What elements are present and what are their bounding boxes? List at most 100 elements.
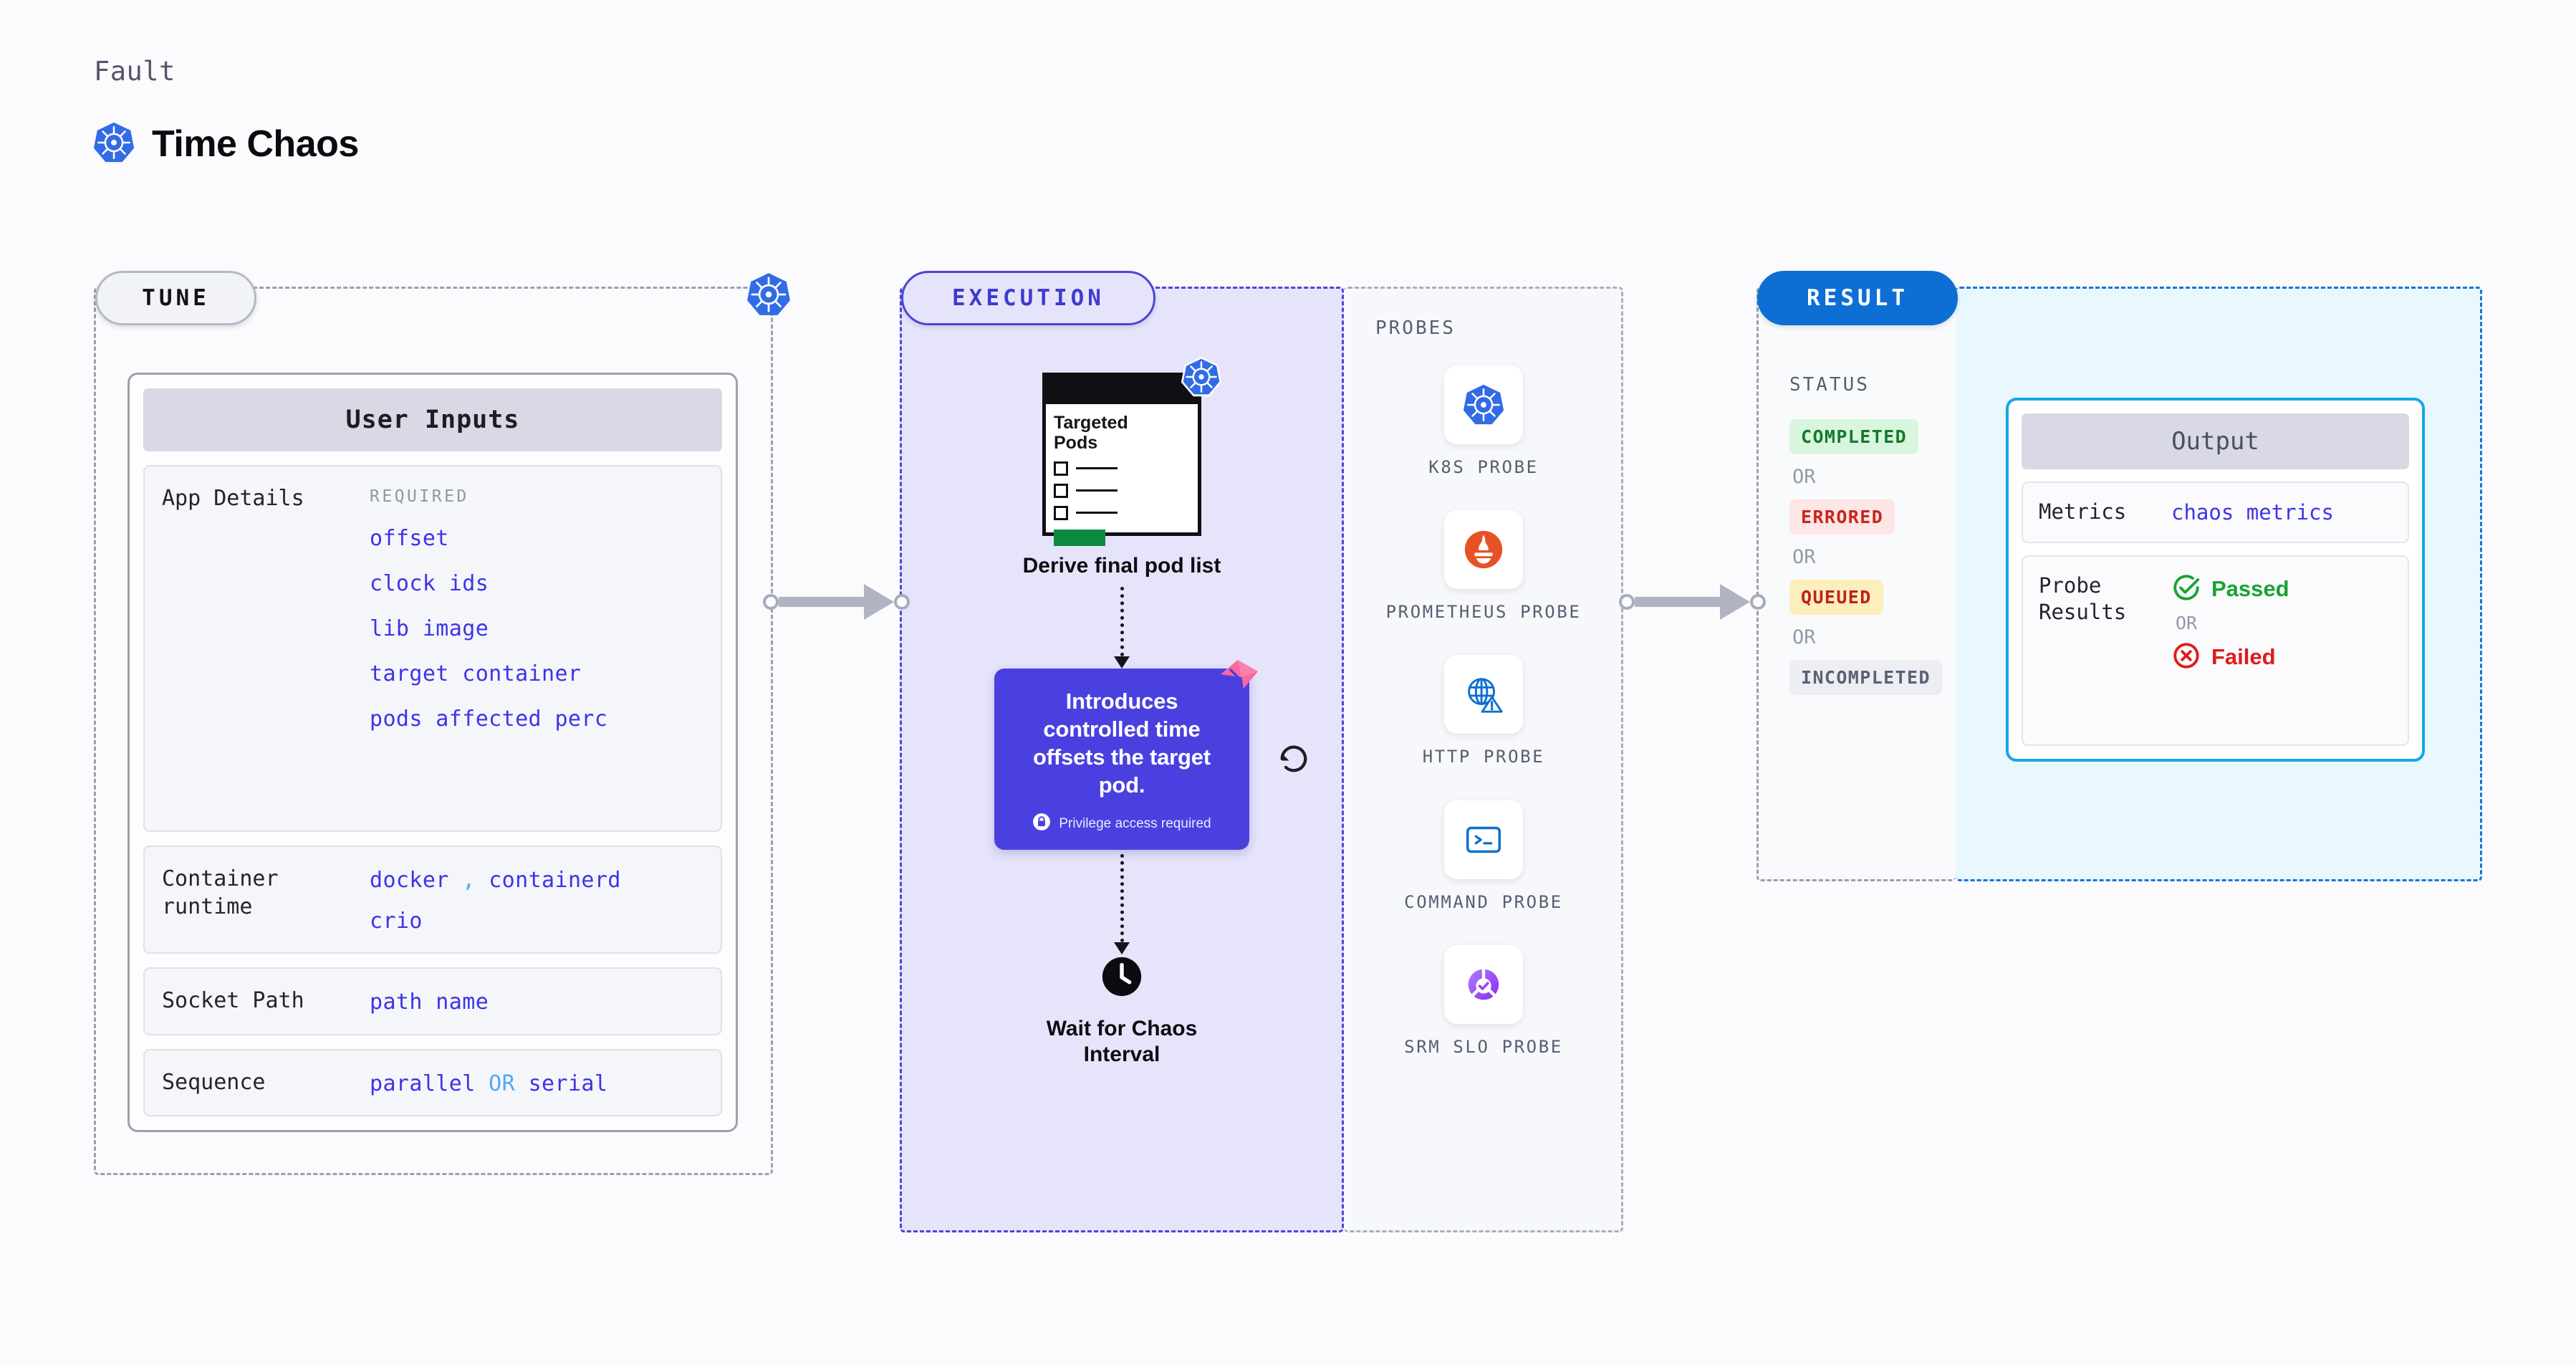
probe-item-http[interactable]: HTTP PROBE [1423,655,1545,768]
checkbox-icon [1054,461,1068,476]
input-value: target container [370,661,582,686]
input-value-line: parallel OR serial [370,1071,607,1096]
pod-list-item [1054,483,1191,498]
output-header: Output [2022,413,2409,469]
output-row-metrics: Metrics chaos metrics [2022,482,2409,543]
input-value: path name [370,990,489,1015]
probe-failed-label: Failed [2211,643,2276,669]
probe-result-failed: Failed [2171,641,2289,674]
input-value: pods affected perc [370,707,608,732]
tune-panel [94,287,773,1175]
checkbox-icon [1054,505,1068,520]
fault-description-card: Introduces controlled time offsets the t… [994,659,1258,850]
user-inputs-header: User Inputs [143,388,722,451]
input-label: App Details [162,486,304,511]
kubernetes-icon [92,120,136,168]
input-label: Sequence [162,1069,266,1095]
status-badge-errored: ERRORED [1789,499,1895,535]
output-label: Probe Results [2039,573,2127,625]
status-badge-completed: COMPLETED [1789,419,1919,454]
input-value: clock ids [370,571,489,596]
node-label-derive-pods: Derive final pod list [1022,554,1221,578]
probe-item-prometheus[interactable]: PROMETHEUS PROBE [1386,510,1582,623]
required-tag: REQUIRED [370,487,469,506]
connector-execution-to-result [1619,584,1766,620]
stage-pill-result[interactable]: RESULT [1757,271,1958,325]
revert-icon[interactable] [1275,740,1312,777]
probe-label: HTTP PROBE [1422,747,1545,767]
value-separator: OR [489,1071,516,1096]
stage-pill-tune[interactable]: TUNE [95,271,256,325]
clock-icon [1100,954,1144,999]
connector-tune-to-execution [763,584,910,620]
probe-label: K8S PROBE [1428,457,1539,477]
terminal-icon [1443,800,1523,879]
fault-title-row: Time Chaos [92,120,359,168]
or-separator: OR [1792,466,1816,488]
output-row-probe-results: Probe Results Passed OR [2022,555,2409,746]
output-card: Output Metrics chaos metrics Probe Resul… [2006,398,2425,762]
check-circle-icon [2171,573,2201,605]
targeted-pods-title: Targeted [1054,413,1128,433]
probes-panel [1344,287,1623,1232]
http-globe-icon [1444,655,1523,734]
output-label: Metrics [2039,499,2127,524]
wait-label-line2: Interval [1083,1043,1160,1067]
status-title: STATUS [1789,374,1870,396]
connector-handle [1619,594,1635,610]
privilege-note: Privilege access required [1010,813,1234,835]
input-label: Container runtime [162,866,279,919]
input-value: offset [370,526,449,551]
runtime-docker: docker [370,868,449,894]
kubernetes-icon [745,271,792,318]
probe-item-command[interactable]: COMMAND PROBE [1404,800,1563,914]
sequence-serial: serial [528,1071,608,1096]
execution-flow: Targeted Pods [900,356,1344,1068]
page-title: Time Chaos [152,123,359,165]
input-row-app-details: App Details REQUIRED offset clock ids li… [143,465,722,833]
kubernetes-icon [1443,365,1523,444]
targeted-pods-card: Targeted Pods [1042,356,1222,546]
fault-description-wrapper: Introduces controlled time offsets the t… [994,659,1307,850]
probe-label: PROMETHEUS PROBE [1385,602,1582,623]
privilege-note-text: Privilege access required [1059,815,1211,831]
fault-description-text: Introduces controlled time offsets the t… [1033,688,1211,798]
input-row-socket-path: Socket Path path name [143,967,722,1035]
prometheus-icon [1443,510,1523,590]
connector-handle [894,594,910,610]
flow-arrow [1114,586,1130,669]
flow-arrow [1114,853,1130,954]
lock-icon [1032,813,1051,835]
input-row-sequence: Sequence parallel OR serial [143,1048,722,1116]
user-inputs-card: User Inputs App Details REQUIRED offset … [128,373,738,1132]
probe-item-k8s[interactable]: K8S PROBE [1428,365,1538,479]
targeted-pods-title-2: Pods [1054,433,1098,454]
input-value: lib image [370,616,489,641]
sequence-parallel: parallel [370,1071,476,1096]
status-list: COMPLETED OR ERRORED OR QUEUED OR INCOMP… [1789,419,1961,695]
or-separator: OR [1792,546,1816,568]
connector-handle [763,594,779,610]
node-label-wait-interval: Wait for Chaos Interval [1047,1016,1198,1068]
connector-handle [1750,594,1766,610]
pod-list-item [1054,461,1191,476]
probe-label: SRM SLO PROBE [1404,1036,1563,1057]
fault-eyebrow: Fault [94,56,176,87]
status-badge-incompleted: INCOMPLETED [1789,660,1942,695]
progress-block [1054,529,1105,546]
runtime-containerd: containerd [489,868,621,894]
or-separator: OR [2176,612,2198,633]
pod-list-item [1054,505,1191,520]
runtime-crio: crio [370,909,423,934]
probe-label: COMMAND PROBE [1404,891,1563,912]
wait-label-line1: Wait for Chaos [1046,1016,1198,1040]
probe-passed-label: Passed [2211,575,2289,601]
input-value-line: docker , containerd [370,868,621,893]
stage-pill-execution[interactable]: EXECUTION [901,271,1155,325]
output-metrics-value: chaos metrics [2171,500,2334,525]
probe-item-srm-slo[interactable]: SRM SLO PROBE [1404,944,1563,1058]
srm-slo-icon [1443,944,1523,1024]
probes-list: K8S PROBE PROMETHEUS PROBE [1344,365,1623,1058]
input-label: Socket Path [162,988,304,1014]
